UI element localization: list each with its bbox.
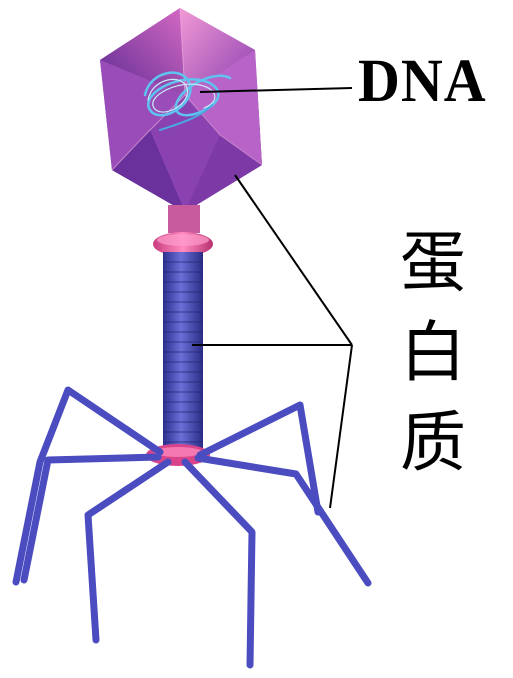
protein-label-char-1: 蛋 [388,218,478,308]
protein-label-char-2: 白 [388,308,478,398]
neck [168,205,200,233]
tail-sheath [163,252,203,452]
dna-label: DNA [358,51,487,112]
protein-label-char-3: 质 [388,398,478,488]
capsid-head [100,8,262,212]
head-leader-line [235,175,352,345]
fiber-leader-line [330,345,352,508]
protein-label: 蛋 白 质 [388,218,478,488]
